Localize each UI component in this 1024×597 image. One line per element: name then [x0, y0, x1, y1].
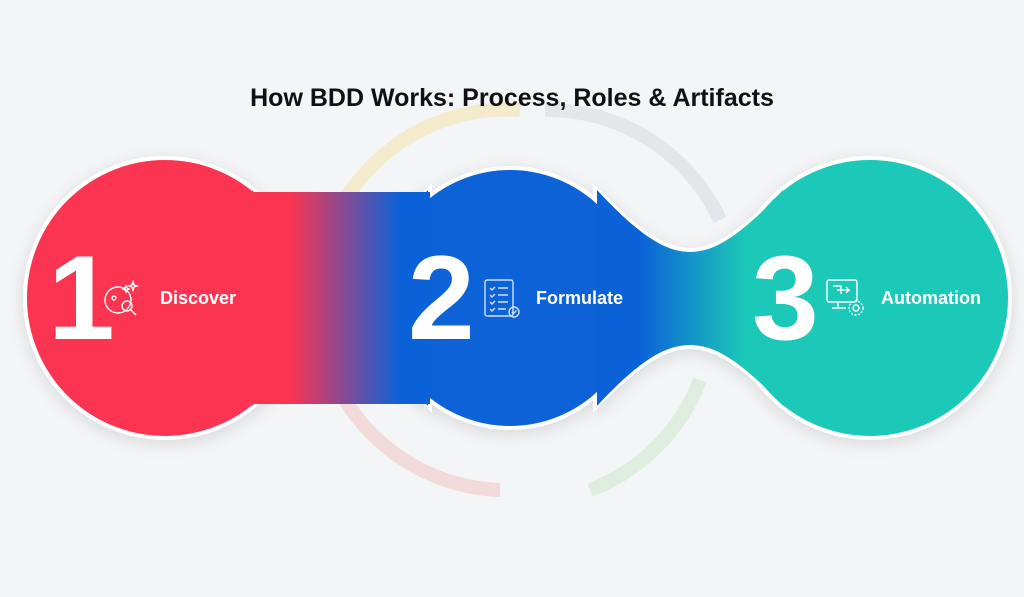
page-title: How BDD Works: Process, Roles & Artifact… — [250, 84, 774, 112]
step-label: Formulate — [536, 288, 624, 308]
step-number: 2 — [408, 231, 475, 365]
globe-search-icon — [104, 279, 140, 316]
monitor-gear-icon — [826, 279, 864, 316]
step-label: Discover — [160, 288, 237, 308]
checklist-document-icon — [484, 279, 520, 318]
step-label: Automation — [881, 288, 981, 308]
step-number: 3 — [752, 231, 819, 365]
step-number: 1 — [48, 231, 115, 365]
